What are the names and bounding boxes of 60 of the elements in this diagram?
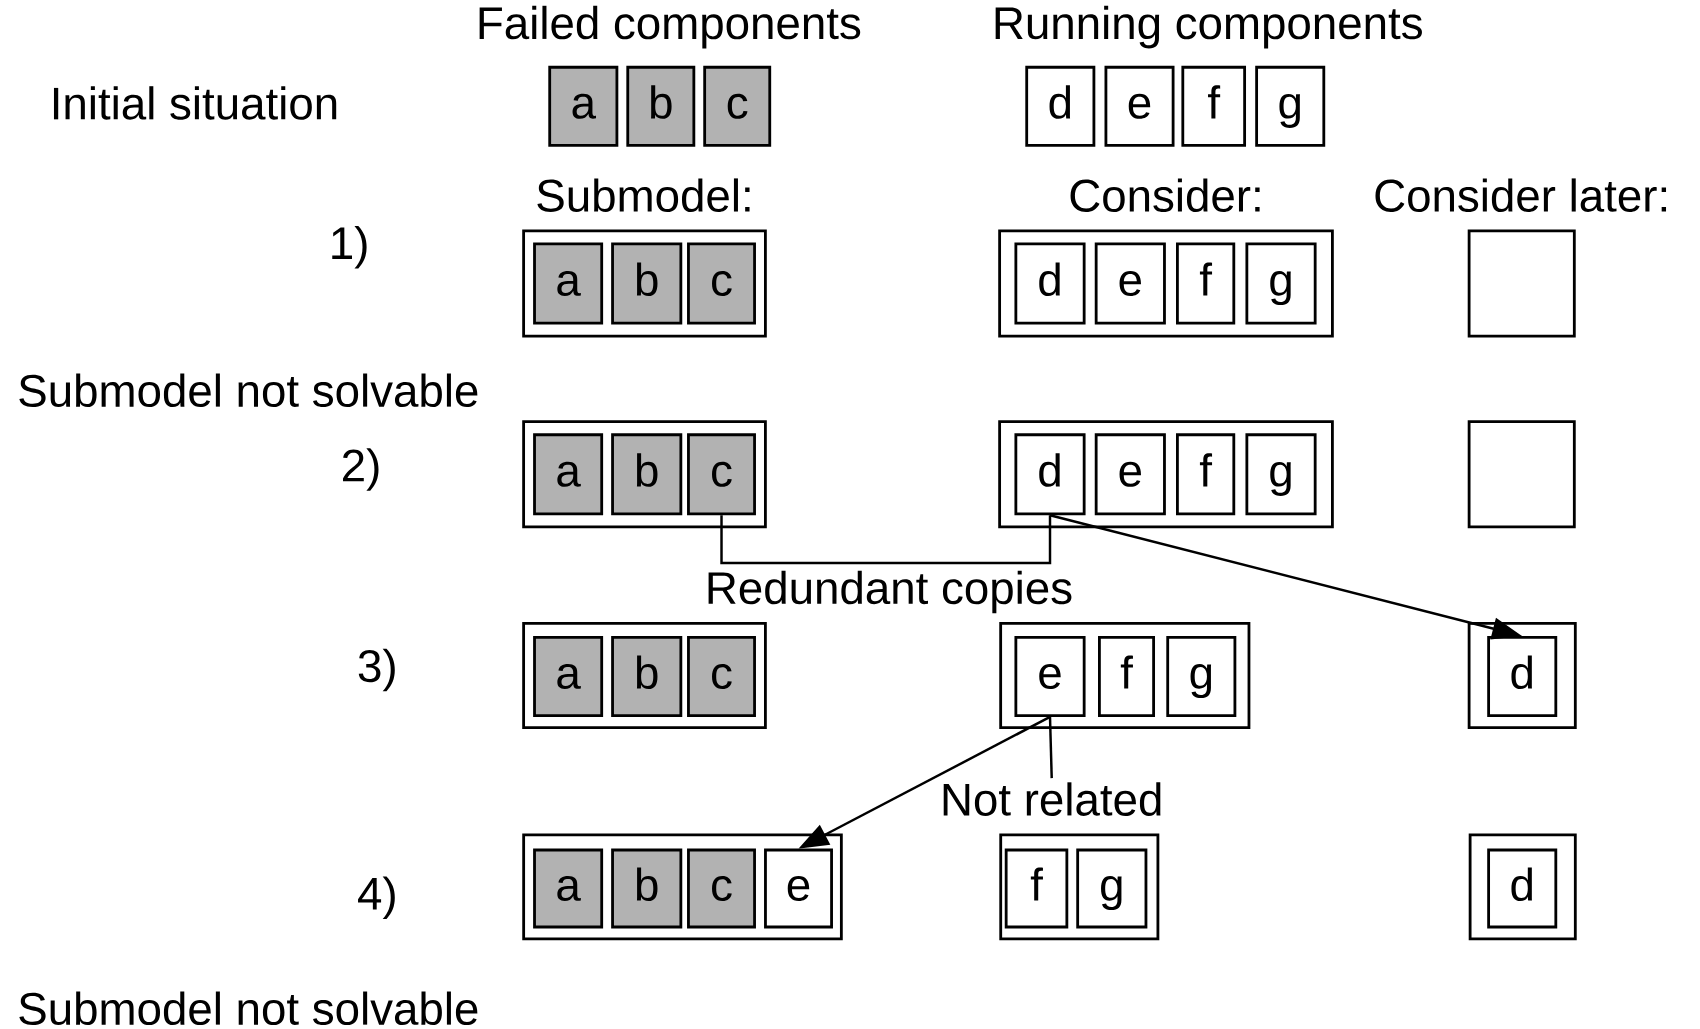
row-label: Initial situation bbox=[53, 86, 337, 120]
component-box: d bbox=[1025, 65, 1096, 147]
component-box: f bbox=[1098, 636, 1155, 717]
component-box: b bbox=[626, 65, 696, 147]
component-box: e bbox=[1094, 242, 1166, 325]
step-number: 1) bbox=[332, 225, 367, 269]
component-box: c bbox=[687, 848, 756, 929]
component-box: f bbox=[1004, 848, 1069, 929]
row-label: Failed components bbox=[479, 5, 861, 49]
component-box: a bbox=[533, 636, 604, 717]
component-box: a bbox=[533, 242, 604, 325]
component-box: g bbox=[1076, 848, 1148, 929]
component-box: d bbox=[1487, 848, 1558, 929]
component-box: b bbox=[611, 242, 683, 325]
component-box: e bbox=[764, 848, 833, 929]
component-box: e bbox=[1094, 433, 1166, 516]
group-box bbox=[1468, 833, 1577, 941]
component-box: f bbox=[1176, 242, 1236, 325]
component-box: a bbox=[533, 433, 604, 516]
component-box: a bbox=[548, 65, 619, 147]
group-box bbox=[998, 420, 1334, 529]
step-number: 4) bbox=[358, 876, 395, 920]
step-number: 3) bbox=[358, 648, 395, 692]
group-box bbox=[522, 622, 767, 729]
group-box bbox=[522, 833, 843, 941]
row-label: Submodel not solvable bbox=[19, 373, 478, 408]
component-box: b bbox=[611, 433, 683, 516]
column-heading: Consider: bbox=[1070, 178, 1260, 212]
component-box: b bbox=[611, 848, 683, 929]
component-box: g bbox=[1166, 636, 1237, 717]
component-box: g bbox=[1255, 65, 1326, 147]
column-heading: Submodel: bbox=[537, 178, 750, 212]
component-box: d bbox=[1014, 242, 1086, 325]
component-box: d bbox=[1487, 636, 1558, 717]
empty-box bbox=[1467, 420, 1576, 529]
component-box: g bbox=[1245, 433, 1317, 516]
component-box: c bbox=[703, 65, 772, 147]
group-box bbox=[999, 833, 1160, 941]
connector-line bbox=[720, 515, 1052, 565]
component-box: g bbox=[1245, 242, 1317, 325]
edge-label: Redundant copies bbox=[701, 567, 1077, 617]
component-box: f bbox=[1176, 433, 1236, 516]
component-box: c bbox=[687, 433, 756, 516]
group-box bbox=[999, 622, 1251, 729]
leader-line bbox=[1048, 716, 1053, 779]
component-box: e bbox=[1014, 636, 1086, 717]
component-box: c bbox=[687, 636, 756, 717]
note-text: Not related bbox=[943, 782, 1161, 816]
component-box: e bbox=[1104, 65, 1175, 147]
component-box: b bbox=[611, 636, 683, 717]
column-heading: Consider later: bbox=[1375, 178, 1667, 212]
step-number: 2) bbox=[343, 448, 379, 491]
row-label: Submodel not solvable bbox=[19, 991, 478, 1026]
component-box: d bbox=[1014, 433, 1086, 516]
group-box bbox=[522, 420, 767, 529]
component-box: c bbox=[687, 242, 756, 325]
row-label: Running components bbox=[995, 5, 1422, 49]
component-box: f bbox=[1181, 65, 1246, 147]
component-box: a bbox=[533, 848, 604, 929]
group-box bbox=[1467, 622, 1577, 729]
